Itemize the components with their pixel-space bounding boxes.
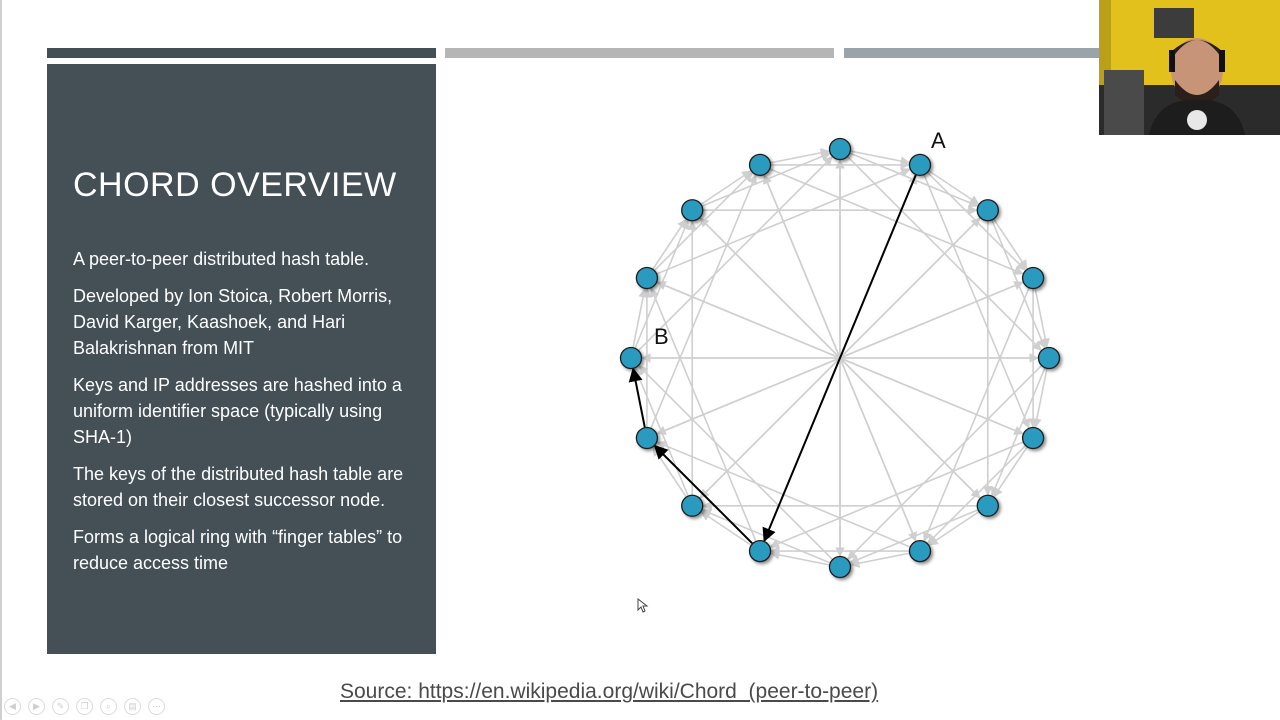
slide-text-panel: CHORD OVERVIEW A peer-to-peer distribute… [47, 64, 436, 654]
lookup-hop [653, 444, 753, 545]
node-label-a: A [931, 128, 946, 153]
ring-node [748, 539, 772, 563]
pen-icon[interactable]: ✎ [52, 698, 69, 715]
chord-ring-diagram: A B [619, 128, 1061, 579]
mouse-cursor-icon [637, 598, 649, 613]
prev-icon[interactable]: ◀ [4, 698, 21, 715]
finger-edge [632, 287, 648, 348]
ring-node [976, 494, 999, 517]
finger-edge [993, 218, 1028, 270]
bullet-item: Forms a logical ring with “finger tables… [73, 527, 403, 573]
presenter-toolbar: ◀ ▶ ✎ ❐ ⌕ ▤ ⋯ [4, 698, 165, 716]
finger-edge [770, 148, 831, 164]
ring-nodes [619, 137, 1061, 579]
bullet-item: The keys of the distributed hash table a… [73, 464, 404, 510]
bullet-list: A peer-to-peer distributed hash table. D… [73, 246, 418, 587]
lookup-hop [628, 367, 646, 428]
ring-node [748, 153, 772, 177]
more-icon[interactable]: ⋯ [148, 698, 165, 715]
node-label-b: B [654, 324, 669, 349]
ring-node [1021, 426, 1045, 450]
bullet-item: Keys and IP addresses are hashed into a … [73, 375, 402, 447]
header-bar-light [445, 48, 834, 58]
ring-node [1037, 346, 1061, 370]
ring-node [681, 199, 704, 222]
ring-node [828, 555, 852, 579]
lookup-hop [762, 174, 917, 543]
finger-edge [850, 150, 911, 166]
ring-node [681, 494, 704, 517]
header-bar-dark [47, 48, 436, 58]
bullet-item: Developed by Ion Stoica, Robert Morris, … [73, 286, 393, 358]
finger-edge [700, 170, 752, 205]
ring-node [908, 539, 932, 563]
finger-edge [928, 511, 980, 546]
source-link[interactable]: Source: https://en.wikipedia.org/wiki/Ch… [340, 680, 879, 703]
ring-node [635, 426, 659, 450]
window-edge [0, 0, 2, 720]
ring-node [1021, 266, 1045, 290]
slides-icon[interactable]: ▤ [124, 698, 141, 715]
finger-edge [849, 552, 910, 568]
ring-node [828, 137, 852, 161]
webcam-overlay [1099, 0, 1280, 135]
ring-node [976, 199, 999, 222]
finger-edge [769, 550, 830, 566]
header-bar-medium [844, 48, 1104, 58]
finger-edge [1034, 288, 1050, 349]
ring-node [908, 153, 932, 177]
ring-node [635, 266, 659, 290]
zoom-icon[interactable]: ⌕ [100, 698, 117, 715]
slide-title: CHORD OVERVIEW [73, 166, 397, 204]
bullet-item: A peer-to-peer distributed hash table. [73, 249, 370, 269]
lookup-path [628, 174, 917, 545]
copy-icon[interactable]: ❐ [76, 698, 93, 715]
ring-node [619, 346, 643, 370]
finger-edge [1032, 368, 1048, 429]
play-icon[interactable]: ▶ [28, 698, 45, 715]
